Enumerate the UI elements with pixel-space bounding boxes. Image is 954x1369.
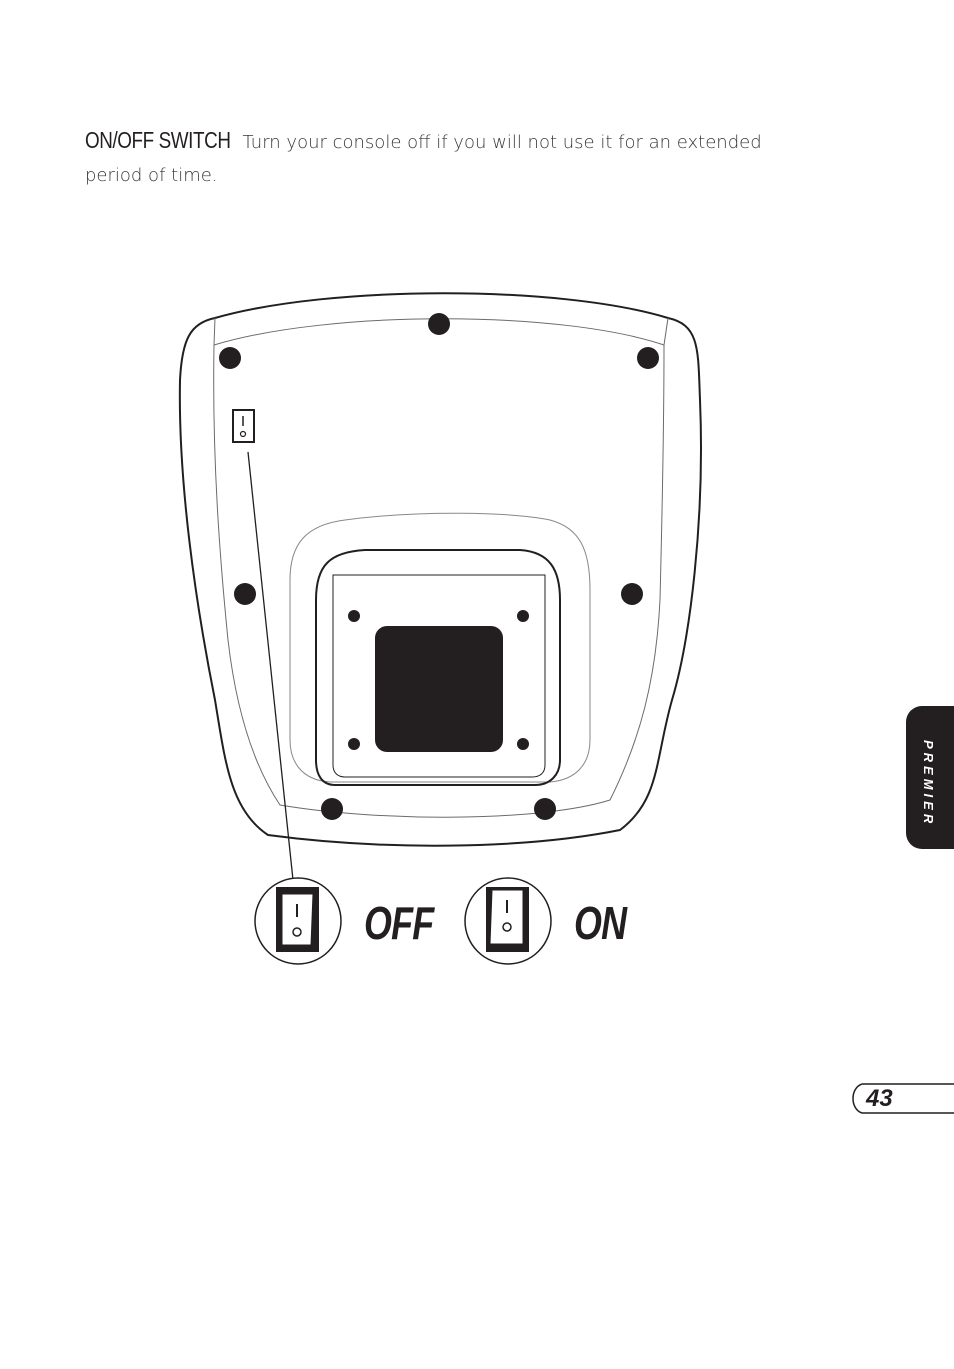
side-tab-label: PREMIER xyxy=(921,740,936,828)
mount-bolt-bottom-right xyxy=(517,738,529,750)
mount-recess-outer xyxy=(289,512,591,783)
page-number-frame xyxy=(852,1083,954,1114)
mount-bolt-top-right xyxy=(517,610,529,622)
off-switch-off-mark xyxy=(292,927,302,937)
screw-hole-top-right xyxy=(637,347,659,369)
console-housing-outer xyxy=(178,292,702,847)
mount-plate-inner xyxy=(332,574,546,778)
callout-leader-line xyxy=(247,451,294,881)
screw-hole-bottom-right xyxy=(534,798,556,820)
page-number: 43 xyxy=(866,1085,893,1112)
screw-hole-top-left xyxy=(219,347,241,369)
intro-paragraph: ON/OFF SWITCH Turn your console off if y… xyxy=(85,124,805,192)
on-switch-off-mark xyxy=(502,922,512,932)
side-tab xyxy=(906,706,954,849)
screw-hole-bottom-left xyxy=(321,798,343,820)
rim-edge-left xyxy=(213,317,216,346)
section-body: Turn your console off if you will not us… xyxy=(85,132,762,186)
console-housing-inner xyxy=(213,318,665,818)
on-switch-rocker xyxy=(489,889,524,945)
screw-hole-mid-left xyxy=(234,583,256,605)
screw-hole-top xyxy=(428,313,450,335)
mount-bolt-top-left xyxy=(348,610,360,622)
rim-edge-right xyxy=(663,317,669,346)
on-label: ON xyxy=(574,897,627,949)
off-label: OFF xyxy=(364,897,434,949)
section-heading: ON/OFF SWITCH xyxy=(85,127,231,153)
console-switch-off-mark xyxy=(239,430,247,438)
off-switch-rocker xyxy=(281,893,314,946)
screw-hole-mid-right xyxy=(621,583,643,605)
mount-bolt-bottom-left xyxy=(348,738,360,750)
mount-plate-outer xyxy=(315,549,561,786)
mount-opening xyxy=(375,626,503,752)
